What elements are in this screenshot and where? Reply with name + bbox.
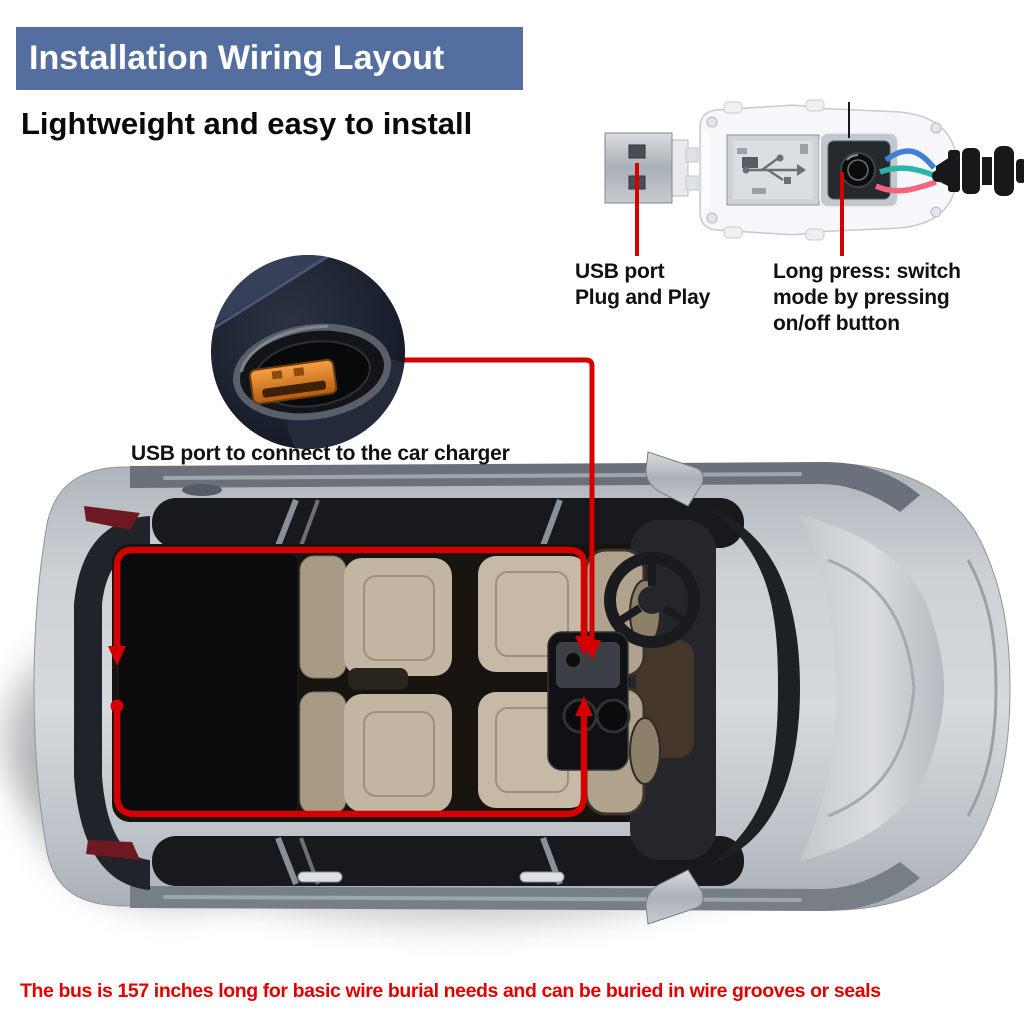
door-handle: [519, 871, 565, 883]
second-row-seats: [299, 555, 452, 815]
cargo-area: [117, 551, 299, 815]
pcb-with-usb-logo-icon: [726, 134, 820, 206]
side-mirror: [645, 869, 704, 925]
teal-wire: [879, 165, 937, 179]
usb-dongle-photo: [604, 99, 1024, 256]
car-top-view-photo: [0, 451, 1011, 925]
cupholder: [595, 698, 631, 734]
long-press-callout-line2: mode by pressing: [773, 286, 950, 309]
shark-fin-antenna: [182, 484, 222, 496]
footer-note: The bus is 157 inches long for basic wir…: [20, 980, 881, 1002]
internal-wires: [874, 148, 937, 194]
side-mirror: [645, 451, 704, 507]
usb-port-callout: USB port Plug and Play: [575, 259, 710, 311]
rear-hatch-frame: [74, 516, 150, 890]
arrowhead-down: [108, 646, 126, 666]
blue-wire: [884, 148, 937, 170]
passenger-side-wire: [113, 710, 588, 818]
charger-socket: [232, 323, 392, 421]
steering-wheel: [604, 552, 700, 648]
taillight: [86, 840, 140, 860]
car-charger-inset-photo: [211, 255, 405, 449]
long-press-callout: Long press: switch mode by pressing on/o…: [773, 259, 961, 337]
windshield: [710, 510, 800, 864]
subtitle: Lightweight and easy to install: [21, 106, 473, 141]
charger-to-console-line: [397, 357, 595, 640]
arrowhead-up: [575, 696, 593, 716]
door-handle: [297, 871, 343, 883]
charger-callout: USB port to connect to the car charger: [131, 442, 510, 465]
output-cable: [936, 146, 1024, 196]
hood: [800, 515, 944, 861]
wire-start-dot: [110, 699, 124, 713]
long-press-callout-line1: Long press: switch: [773, 260, 961, 283]
usb-a-plug: [604, 132, 699, 204]
driver-side-wire: [113, 546, 588, 648]
taillight: [84, 506, 140, 530]
arrowhead-down: [575, 636, 593, 656]
usb-port-callout-line2: Plug and Play: [575, 286, 711, 309]
page-title-banner: Installation Wiring Layout: [16, 27, 523, 90]
pink-wire: [874, 179, 937, 194]
usb-port-callout-line1: USB port: [575, 260, 665, 283]
red-wire-route: [108, 357, 601, 818]
page-title: Installation Wiring Layout: [29, 39, 445, 77]
long-press-callout-line3: on/off button: [773, 312, 900, 335]
center-console: [547, 631, 631, 771]
